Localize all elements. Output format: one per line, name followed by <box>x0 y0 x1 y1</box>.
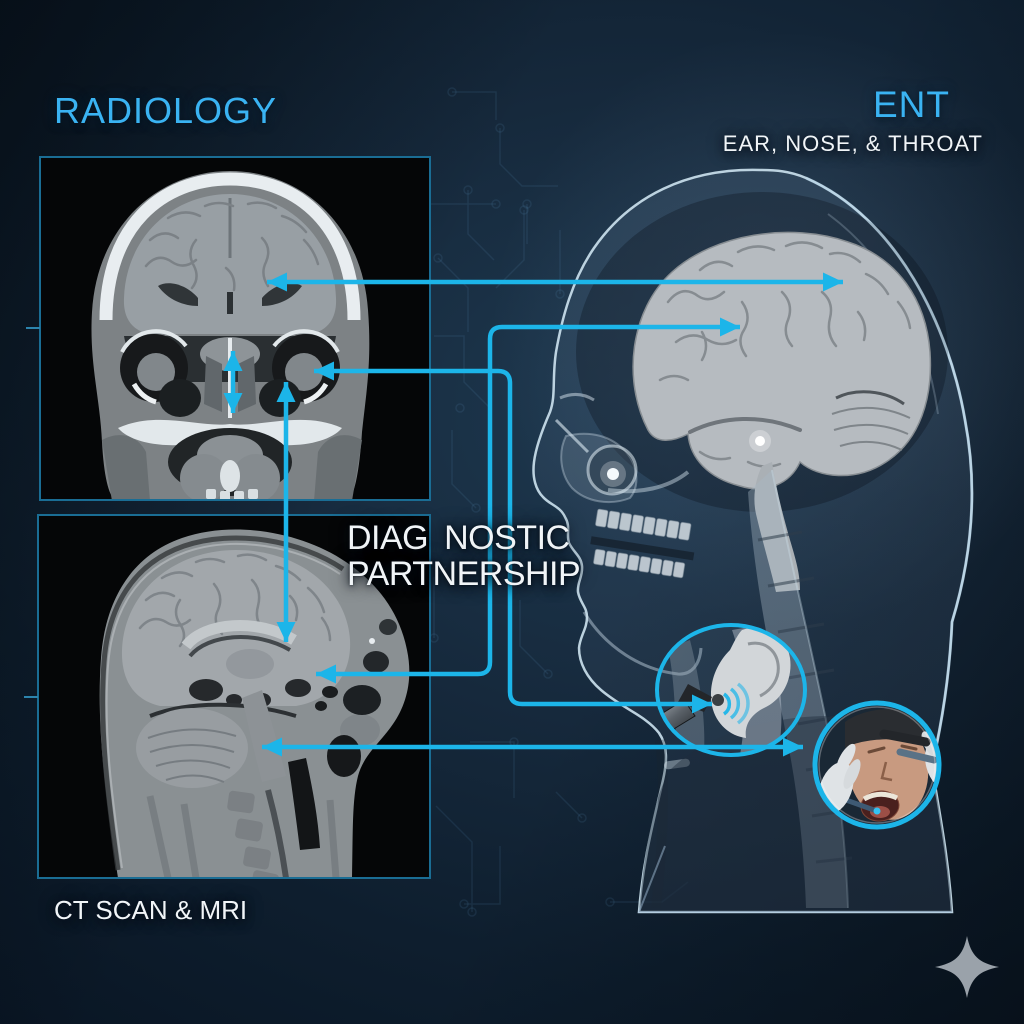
head-profile-figure <box>490 30 1024 914</box>
partnership-label: DIAG NOSTIC PARTNERSHIP <box>347 520 581 593</box>
arrow-ct-to-ear <box>314 361 712 714</box>
radiology-title: RADIOLOGY <box>54 90 278 131</box>
partnership-line1-right: NOSTIC <box>444 519 570 557</box>
ent-title: ENT <box>873 84 950 125</box>
mouth-inset-highlight <box>818 706 936 824</box>
ent-subtitle: EAR, NOSE, & THROAT <box>722 131 983 156</box>
partnership-line1-left: DIAG <box>347 519 429 557</box>
ear-inset-circle <box>655 623 807 757</box>
connector-arrows <box>223 272 843 757</box>
ct-scan-figure <box>26 156 431 501</box>
partnership-line1: DIAG NOSTIC <box>347 520 580 556</box>
partnership-line2: PARTNERSHIP <box>347 555 581 593</box>
mouth-inset-circle <box>812 700 942 830</box>
sparkle-icon <box>935 936 999 998</box>
ct-scan-caption: CT SCAN & MRI <box>54 895 248 925</box>
mouth-inset-content <box>815 703 939 827</box>
